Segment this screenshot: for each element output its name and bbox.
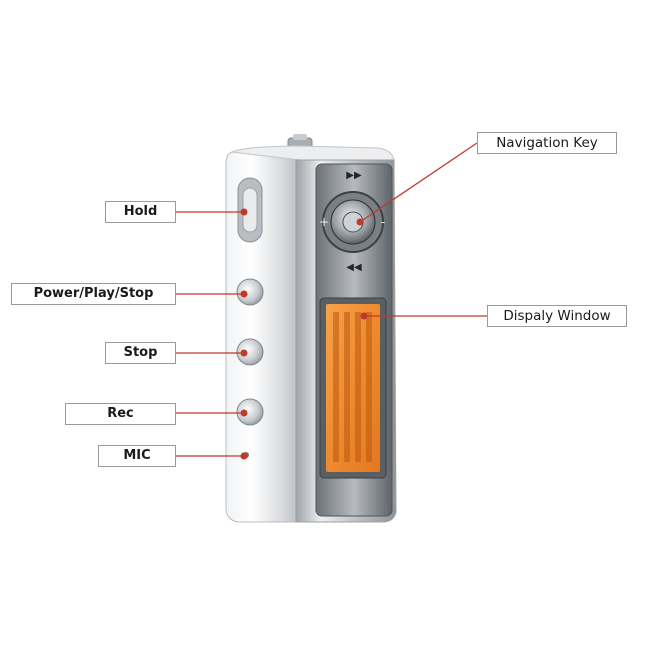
prev-glyph: ◀◀ <box>346 262 362 273</box>
callout-rec: Rec <box>65 403 176 425</box>
leader-dots <box>240 208 368 460</box>
power-play-stop-button <box>236 278 264 306</box>
minus-glyph: - <box>381 215 385 229</box>
rec-button <box>236 398 264 426</box>
hold-switch <box>237 177 263 243</box>
player-side-face <box>225 151 301 523</box>
callout-mic: MIC <box>98 445 176 467</box>
next-glyph: ▶▶ <box>346 170 362 181</box>
callout-display-window: Dispaly Window <box>487 305 627 327</box>
player-top-cap <box>231 145 395 161</box>
callout-power-play-stop: Power/Play/Stop <box>11 283 176 305</box>
display-window <box>319 297 387 479</box>
leader-lines <box>176 142 487 457</box>
callout-hold: Hold <box>105 201 176 223</box>
callout-stop: Stop <box>105 342 176 364</box>
callout-navigation-key: Navigation Key <box>477 132 617 154</box>
navigation-key: ▶▶ + - ◀◀ <box>319 170 385 273</box>
plus-glyph: + <box>319 215 329 229</box>
stop-button <box>236 338 264 366</box>
